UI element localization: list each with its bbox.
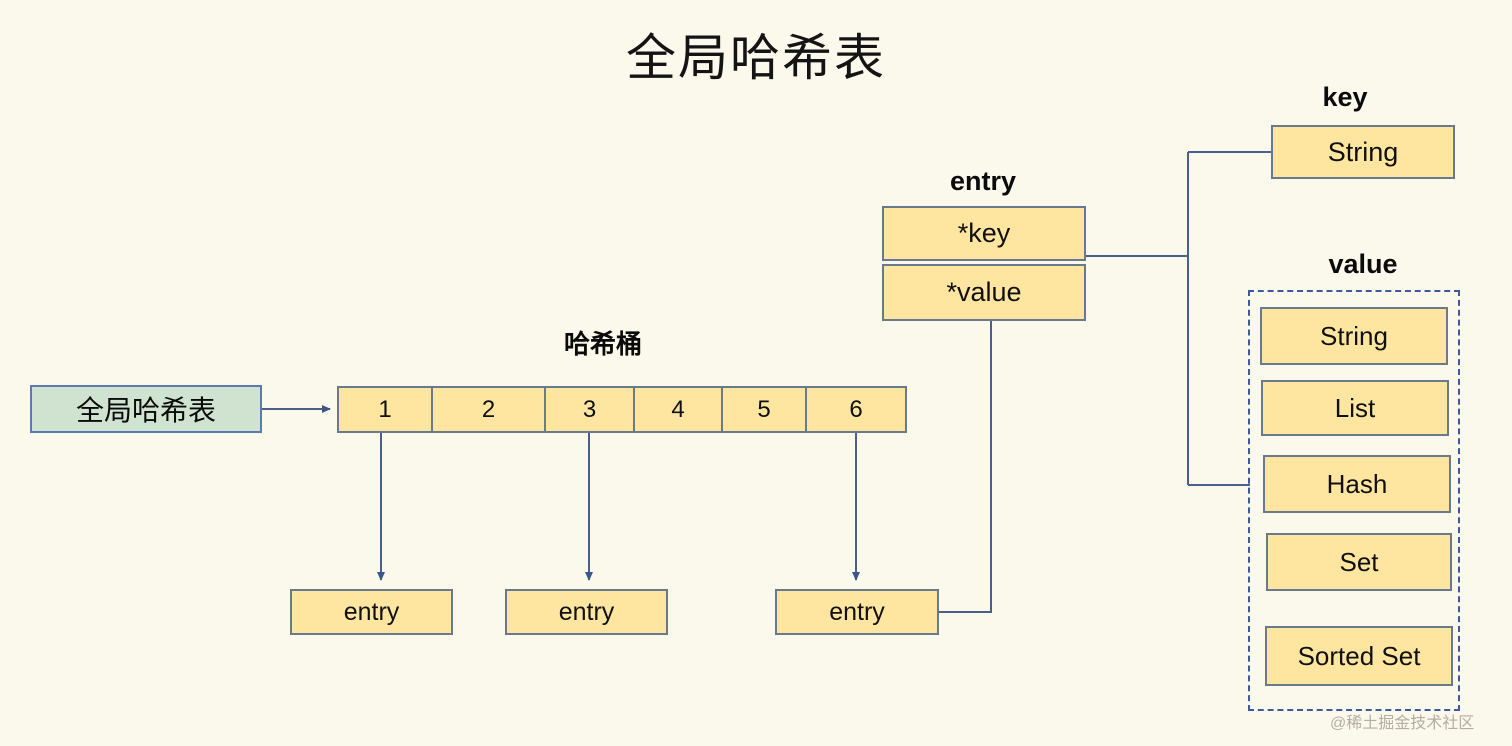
watermark: @稀土掘金技术社区 bbox=[1330, 715, 1475, 732]
bucket-cell-6[interactable]: 6 bbox=[805, 386, 907, 433]
entry-field-key-label: *key bbox=[957, 218, 1011, 248]
entry-box-3[interactable]: entry bbox=[775, 589, 939, 635]
entry-box-1[interactable]: entry bbox=[290, 589, 453, 635]
key-type-string[interactable]: String bbox=[1271, 125, 1455, 179]
entry-field-value-label: *value bbox=[946, 277, 1022, 307]
hash-bucket-label: 哈希桶 bbox=[563, 329, 642, 359]
bucket-cell-6-label: 6 bbox=[849, 395, 863, 423]
value-type-set-label: Set bbox=[1339, 546, 1379, 577]
value-type-list-label: List bbox=[1334, 392, 1376, 423]
bucket-cell-2-label: 2 bbox=[481, 395, 496, 423]
value-group-label: value bbox=[1328, 249, 1398, 279]
value-type-hash-label: Hash bbox=[1326, 468, 1388, 499]
value-types-container bbox=[1248, 290, 1460, 711]
bucket-cell-1[interactable]: 1 bbox=[337, 386, 433, 433]
bucket-cell-1-label: 1 bbox=[378, 395, 392, 423]
entry-box-2[interactable]: entry bbox=[505, 589, 668, 635]
entry-box-3-label: entry bbox=[829, 597, 885, 626]
entry-box-1-label: entry bbox=[343, 597, 400, 626]
value-type-string-label: String bbox=[1320, 320, 1388, 351]
value-type-sorted-set[interactable]: Sorted Set bbox=[1265, 626, 1453, 686]
page-title: 全局哈希表 bbox=[626, 30, 886, 86]
entry-box-2-label: entry bbox=[558, 597, 615, 626]
key-group-label: key bbox=[1322, 82, 1368, 112]
bucket-cell-5[interactable]: 5 bbox=[721, 386, 807, 433]
bucket-cell-4[interactable]: 4 bbox=[633, 386, 723, 433]
entry-field-key[interactable]: *key bbox=[882, 206, 1086, 261]
value-type-string[interactable]: String bbox=[1260, 307, 1448, 365]
value-type-sorted-set-label: Sorted Set bbox=[1297, 640, 1421, 671]
bucket-cell-5-label: 5 bbox=[757, 395, 771, 423]
value-type-hash[interactable]: Hash bbox=[1263, 455, 1451, 513]
value-type-set[interactable]: Set bbox=[1266, 533, 1452, 591]
bucket-cell-4-label: 4 bbox=[671, 395, 685, 423]
entry-struct-label: entry bbox=[949, 166, 1017, 196]
value-type-list[interactable]: List bbox=[1261, 380, 1449, 436]
global-hash-table-label: 全局哈希表 bbox=[75, 395, 216, 426]
bucket-cell-3-label: 3 bbox=[582, 395, 597, 423]
global-hash-table-node[interactable]: 全局哈希表 bbox=[30, 385, 262, 433]
entry-field-value[interactable]: *value bbox=[882, 264, 1086, 321]
key-type-string-label: String bbox=[1327, 136, 1399, 167]
bucket-cell-2[interactable]: 2 bbox=[431, 386, 546, 433]
bucket-cell-3[interactable]: 3 bbox=[544, 386, 635, 433]
